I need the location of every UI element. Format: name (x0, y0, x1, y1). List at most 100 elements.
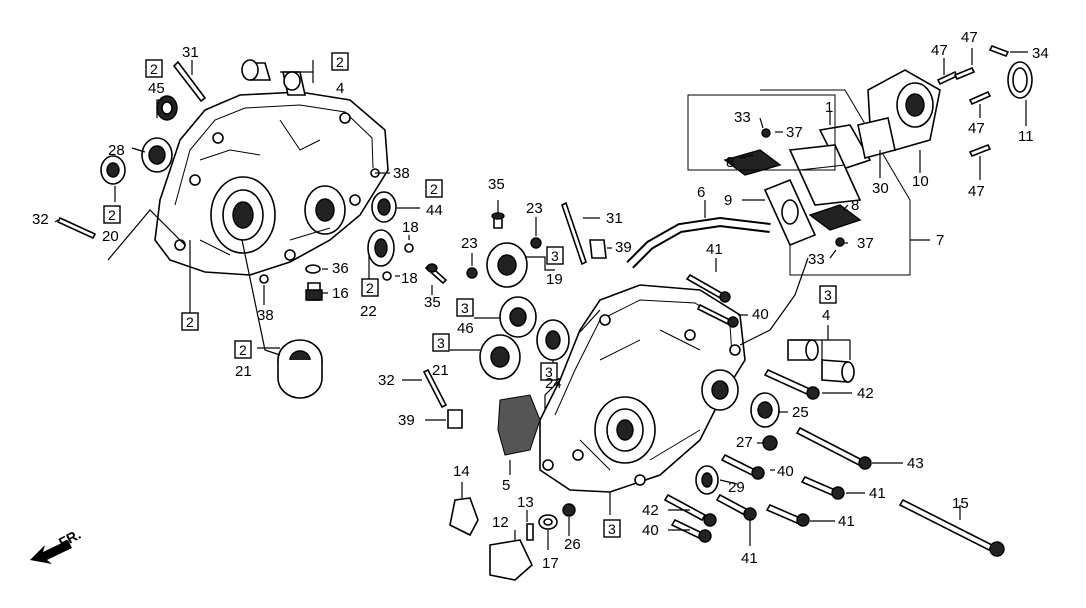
callout-c17: 17 (542, 555, 559, 572)
callout-c31b: 31 (606, 210, 623, 227)
callout-c8a: 8 (726, 154, 734, 171)
left-half-small-parts (56, 59, 414, 399)
callout-c39a: 39 (615, 239, 632, 256)
callout-c19: 19 (546, 271, 563, 288)
callout-box-b3a (546, 246, 564, 265)
callout-c11: 11 (1018, 128, 1034, 145)
callout-c33a: 33 (734, 109, 751, 126)
callout-c38a: 38 (393, 165, 410, 182)
callout-c38b: 38 (257, 307, 274, 324)
callout-box-b2b (103, 205, 121, 224)
callout-box-b2c (181, 312, 199, 331)
callout-c24: 24 (545, 375, 562, 392)
callout-box-label-b3b: 3 (461, 300, 469, 316)
callout-c26: 26 (564, 536, 581, 553)
callout-box-b2a (145, 59, 163, 78)
callout-c35b: 35 (488, 176, 505, 193)
callout-box-b3d (540, 362, 558, 381)
callout-c31a: 31 (182, 44, 199, 61)
callout-box-b3c (432, 333, 450, 352)
callout-box-b3f (819, 285, 837, 304)
callout-c47c: 47 (968, 120, 985, 137)
callout-box-label-b2b: 2 (108, 207, 116, 223)
callout-box-b2-extra (234, 340, 252, 359)
callout-c18b: 18 (401, 270, 418, 287)
callout-c33b: 33 (808, 251, 825, 268)
callout-c20: 20 (102, 228, 119, 245)
callout-c45: 45 (148, 80, 165, 97)
callout-box-b3e (603, 519, 621, 538)
callout-c16: 16 (332, 285, 349, 302)
callout-box-label-b3d: 3 (545, 364, 553, 380)
callout-box-label-b3a: 3 (551, 248, 559, 264)
callout-c34: 34 (1032, 45, 1049, 62)
callout-labels: 3145283220438441836161822382135232331391… (32, 29, 1049, 572)
callout-c42a: 42 (857, 385, 874, 402)
callout-box-label-b2a: 2 (150, 61, 158, 77)
callout-box-label-b2-extra: 2 (239, 342, 247, 358)
callout-c41d: 41 (838, 513, 855, 530)
callout-c28: 28 (108, 142, 125, 159)
callout-c41b: 41 (869, 485, 886, 502)
callout-box-label-b3f: 3 (824, 287, 832, 303)
callout-c14: 14 (453, 463, 470, 480)
callout-box-label-b2c: 2 (186, 314, 194, 330)
callout-c44: 44 (426, 202, 443, 219)
callout-box-b3b (456, 298, 474, 317)
callout-c47d: 47 (968, 183, 985, 200)
right-leader-lines (402, 48, 1028, 550)
callout-c32a: 32 (32, 211, 49, 228)
left-crankcase-half (154, 91, 389, 276)
callout-c23a: 23 (526, 200, 543, 217)
left-leader-lines (54, 60, 420, 356)
callout-c37b: 37 (857, 235, 874, 252)
callout-c4b: 4 (822, 307, 830, 324)
callout-c12: 12 (492, 514, 509, 531)
callout-c35a: 35 (424, 294, 441, 311)
callout-c9: 9 (724, 192, 732, 209)
callout-c4a: 4 (336, 80, 344, 97)
callout-box-b2f (361, 278, 379, 297)
callout-c22: 22 (360, 303, 377, 320)
callout-c36: 36 (332, 260, 349, 277)
callout-c21a: 21 (235, 363, 252, 380)
center-small-parts (422, 201, 607, 581)
callout-c43: 43 (907, 455, 924, 472)
callout-c42b: 42 (642, 502, 659, 519)
front-direction-indicator: FR. (30, 526, 83, 564)
hose (626, 216, 771, 269)
callout-c40c: 40 (642, 522, 659, 539)
callout-c25: 25 (792, 404, 809, 421)
callout-c27: 27 (736, 434, 753, 451)
callout-c21b: 21 (432, 362, 449, 379)
callout-c10: 10 (912, 173, 929, 190)
callout-c40b: 40 (777, 463, 794, 480)
callout-c18a: 18 (402, 219, 419, 236)
callout-c47a: 47 (931, 42, 948, 59)
callout-c41a: 41 (706, 241, 723, 258)
reed-valve-assembly (687, 44, 1033, 276)
callout-c41c: 41 (741, 550, 758, 567)
callout-c1: 1 (825, 99, 833, 116)
callout-c7: 7 (936, 232, 944, 249)
callout-c13: 13 (517, 494, 534, 511)
callout-c5: 5 (502, 477, 510, 494)
callout-c46: 46 (457, 320, 474, 337)
callout-box-label-b3c: 3 (437, 335, 445, 351)
callout-c47b: 47 (961, 29, 978, 46)
callout-box-b2d (331, 52, 349, 71)
callout-c37a: 37 (786, 124, 803, 141)
callout-c15: 15 (952, 495, 969, 512)
callout-c32b: 32 (378, 372, 395, 389)
callout-box-label-b2d: 2 (336, 54, 344, 70)
callout-box-label-b2e: 2 (430, 181, 438, 197)
right-side-fasteners (663, 273, 1005, 557)
callout-c39b: 39 (398, 412, 415, 429)
callout-box-b2e (425, 179, 443, 198)
front-arrow-icon (30, 540, 72, 564)
callout-c6: 6 (697, 184, 705, 201)
callout-c8b: 8 (851, 197, 859, 214)
